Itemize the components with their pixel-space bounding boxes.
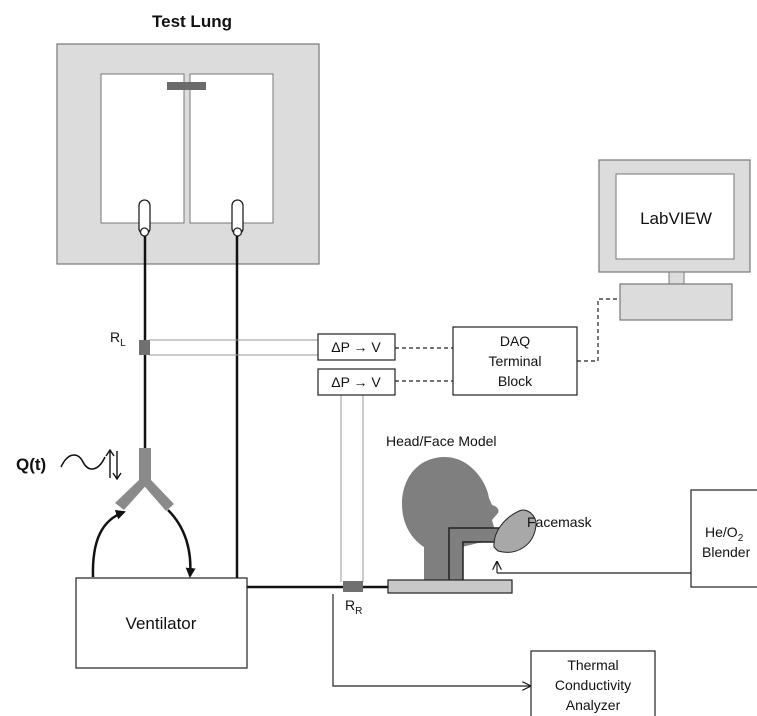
computer: LabVIEW [598, 159, 751, 321]
inspiratory-limb [91, 510, 126, 578]
facemask-label: Facemask [527, 514, 593, 530]
svg-text:Ventilator: Ventilator [126, 614, 197, 633]
sine-wave-icon [60, 454, 106, 470]
expiratory-limb [167, 509, 196, 578]
facemask-icon [493, 509, 537, 553]
patient-circuit-tubing [143, 236, 392, 589]
svg-text:DAQ: DAQ [500, 333, 530, 349]
pressure-tap-lines [149, 339, 364, 582]
bidirectional-arrow-icon [105, 448, 122, 481]
head-face-model [387, 457, 513, 594]
resistor-right [343, 581, 363, 592]
head-face-model-label: Head/Face Model [386, 433, 497, 449]
test-lung-title: Test Lung [152, 12, 232, 31]
he-o2-blender: He/O2 Blender [690, 489, 757, 588]
y-piece-connector [115, 448, 174, 511]
screen-label: LabVIEW [640, 209, 712, 228]
svg-text:Analyzer: Analyzer [566, 697, 621, 713]
test-lung [56, 43, 320, 265]
daq-terminal-block: DAQ Terminal Block [452, 326, 578, 396]
thermal-conductivity-analyzer: Thermal Conductivity Analyzer [530, 650, 656, 716]
pressure-transducer-top: ΔP → V [317, 333, 396, 361]
sample-line [332, 594, 530, 686]
svg-text:ΔP → V: ΔP → V [331, 339, 381, 355]
ventilator: Ventilator [75, 577, 248, 669]
svg-text:Thermal: Thermal [567, 657, 618, 673]
svg-text:Blender: Blender [702, 544, 751, 560]
signal-lines [395, 298, 620, 382]
model-base [387, 579, 513, 594]
monitor-screen [615, 173, 735, 260]
svg-text:Conductivity: Conductivity [555, 677, 631, 693]
computer-base [619, 283, 733, 321]
flow-label: Q(t) [16, 455, 46, 474]
resistor-left [139, 340, 150, 355]
svg-text:Terminal: Terminal [489, 353, 542, 369]
pressure-transducer-bottom: ΔP → V [317, 368, 396, 396]
svg-text:He/O2: He/O2 [705, 524, 744, 544]
svg-text:ΔP → V: ΔP → V [331, 374, 381, 390]
lung-coupling-bar [167, 82, 206, 90]
resistor-left-label: RL [110, 329, 126, 349]
svg-text:Block: Block [498, 373, 533, 389]
resistor-right-label: RR [345, 597, 362, 617]
